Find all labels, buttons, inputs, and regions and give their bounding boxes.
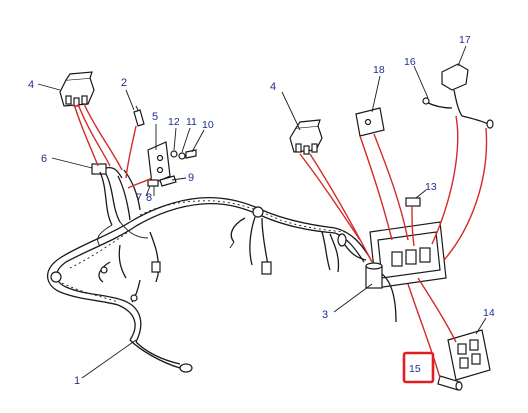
label-18[interactable]: 18 [373, 64, 385, 76]
label-4-right[interactable]: 4 [270, 81, 276, 93]
label-11[interactable]: 11 [186, 116, 197, 128]
label-10[interactable]: 10 [202, 119, 214, 131]
red-callout-lines [73, 103, 488, 379]
main-harness [46, 196, 371, 373]
left-harness-branch [97, 169, 149, 247]
label-15[interactable]: 15 [409, 363, 421, 375]
label-6[interactable]: 6 [41, 153, 47, 165]
label-9[interactable]: 9 [188, 172, 194, 184]
part-4-relay-left [59, 71, 95, 107]
label-3[interactable]: 3 [322, 309, 328, 321]
part-6-connector [91, 163, 123, 179]
label-14[interactable]: 14 [483, 307, 495, 319]
part-5-bracket-left [147, 141, 171, 185]
label-12[interactable]: 12 [168, 116, 180, 128]
label-8[interactable]: 8 [146, 192, 152, 204]
label-5[interactable]: 5 [152, 111, 158, 123]
highlight-box-15[interactable] [402, 351, 435, 384]
part-2-bulb [133, 105, 145, 127]
parts-7-8-9-screw [147, 175, 177, 187]
label-4-left[interactable]: 4 [28, 79, 34, 91]
part-3-flasher [365, 262, 397, 323]
leader-lines [37, 45, 487, 379]
part-17-switch [441, 63, 494, 129]
part-13-fuse [405, 197, 421, 207]
label-17[interactable]: 17 [459, 34, 471, 46]
label-7[interactable]: 7 [136, 192, 142, 204]
part-4-relay-right [289, 119, 323, 155]
part-16-lead [422, 97, 453, 109]
label-1[interactable]: 1 [74, 375, 80, 387]
label-16[interactable]: 16 [404, 56, 416, 68]
part-14-fuse-block [447, 329, 491, 381]
fuse-panel-assembly [369, 221, 447, 289]
label-13[interactable]: 13 [425, 181, 437, 193]
part-15-cartridge-fuse [437, 375, 463, 391]
part-18-bracket [355, 107, 385, 137]
label-2[interactable]: 2 [121, 77, 127, 89]
part-labels: 1 2 3 4 4 5 6 7 8 9 10 11 12 13 14 15 16… [28, 34, 495, 387]
